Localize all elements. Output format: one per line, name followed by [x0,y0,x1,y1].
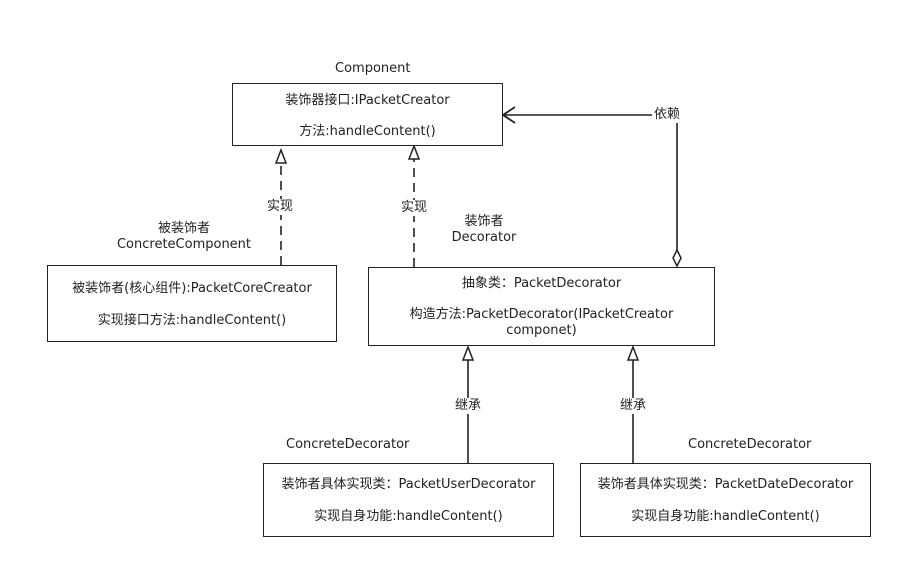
date-decorator-role-label: ConcreteDecorator [688,437,812,452]
edge-realize-core-arrowhead [274,147,288,164]
date-decorator-class-text: 装饰者具体实现类：PacketDateDecorator [597,477,854,492]
edge-realize-decorator-arrowhead [407,143,421,160]
date-decorator-box: 装饰者具体实现类：PacketDateDecorator 实现自身功能:hand… [580,463,871,537]
decorator-role-label: 装饰者 Decorator [436,214,532,246]
concrete-component-role-label: 被装饰者 ConcreteComponent [100,221,268,253]
edge-inherit-date-arrowhead [626,344,640,361]
decorator-role-label-en: Decorator [451,230,517,245]
decorator-constructor-text: 构造方法:PacketDecorator(IPacketCreator [409,307,674,322]
concrete-component-box: 被装饰者(核心组件):PacketCoreCreator 实现接口方法:hand… [47,265,337,342]
component-role-label: Component [335,61,411,76]
user-decorator-box: 装饰者具体实现类：PacketUserDecorator 实现自身功能:hand… [263,463,554,537]
edge-realize-decorator-label: 实现 [399,200,430,216]
decorator-class-text: 抽象类：PacketDecorator [461,276,622,291]
decorator-role-label-cn: 装饰者 [464,214,504,229]
component-method-text: 方法:handleContent() [299,124,436,139]
user-decorator-class-text: 装饰者具体实现类：PacketUserDecorator [281,477,536,492]
decorator-box: 抽象类：PacketDecorator 构造方法:PacketDecorator… [368,267,715,346]
edge-dependency-arrowhead [501,106,516,124]
concrete-component-role-label-en: ConcreteComponent [116,237,252,252]
component-interface-text: 装饰器接口:IPacketCreator [285,93,450,108]
edge-dependency-label: 依赖 [652,107,683,123]
edge-inherit-user-label: 继承 [453,398,484,414]
edge-inherit-date-label: 继承 [618,398,649,414]
edge-realize-core-label: 实现 [265,199,296,215]
edge-inherit-user-arrowhead [461,344,475,361]
edge-dependency-diamond [672,248,682,268]
concrete-component-class-text: 被装饰者(核心组件):PacketCoreCreator [72,281,312,296]
user-decorator-method-text: 实现自身功能:handleContent() [314,509,503,524]
user-decorator-role-label: ConcreteDecorator [286,437,410,452]
concrete-component-role-label-cn: 被装饰者 [157,221,210,236]
date-decorator-method-text: 实现自身功能:handleContent() [631,509,820,524]
decorator-constructor-text-cont: componet) [506,323,577,338]
concrete-component-method-text: 实现接口方法:handleContent() [97,313,287,328]
component-box: 装饰器接口:IPacketCreator 方法:handleContent() [232,83,503,146]
